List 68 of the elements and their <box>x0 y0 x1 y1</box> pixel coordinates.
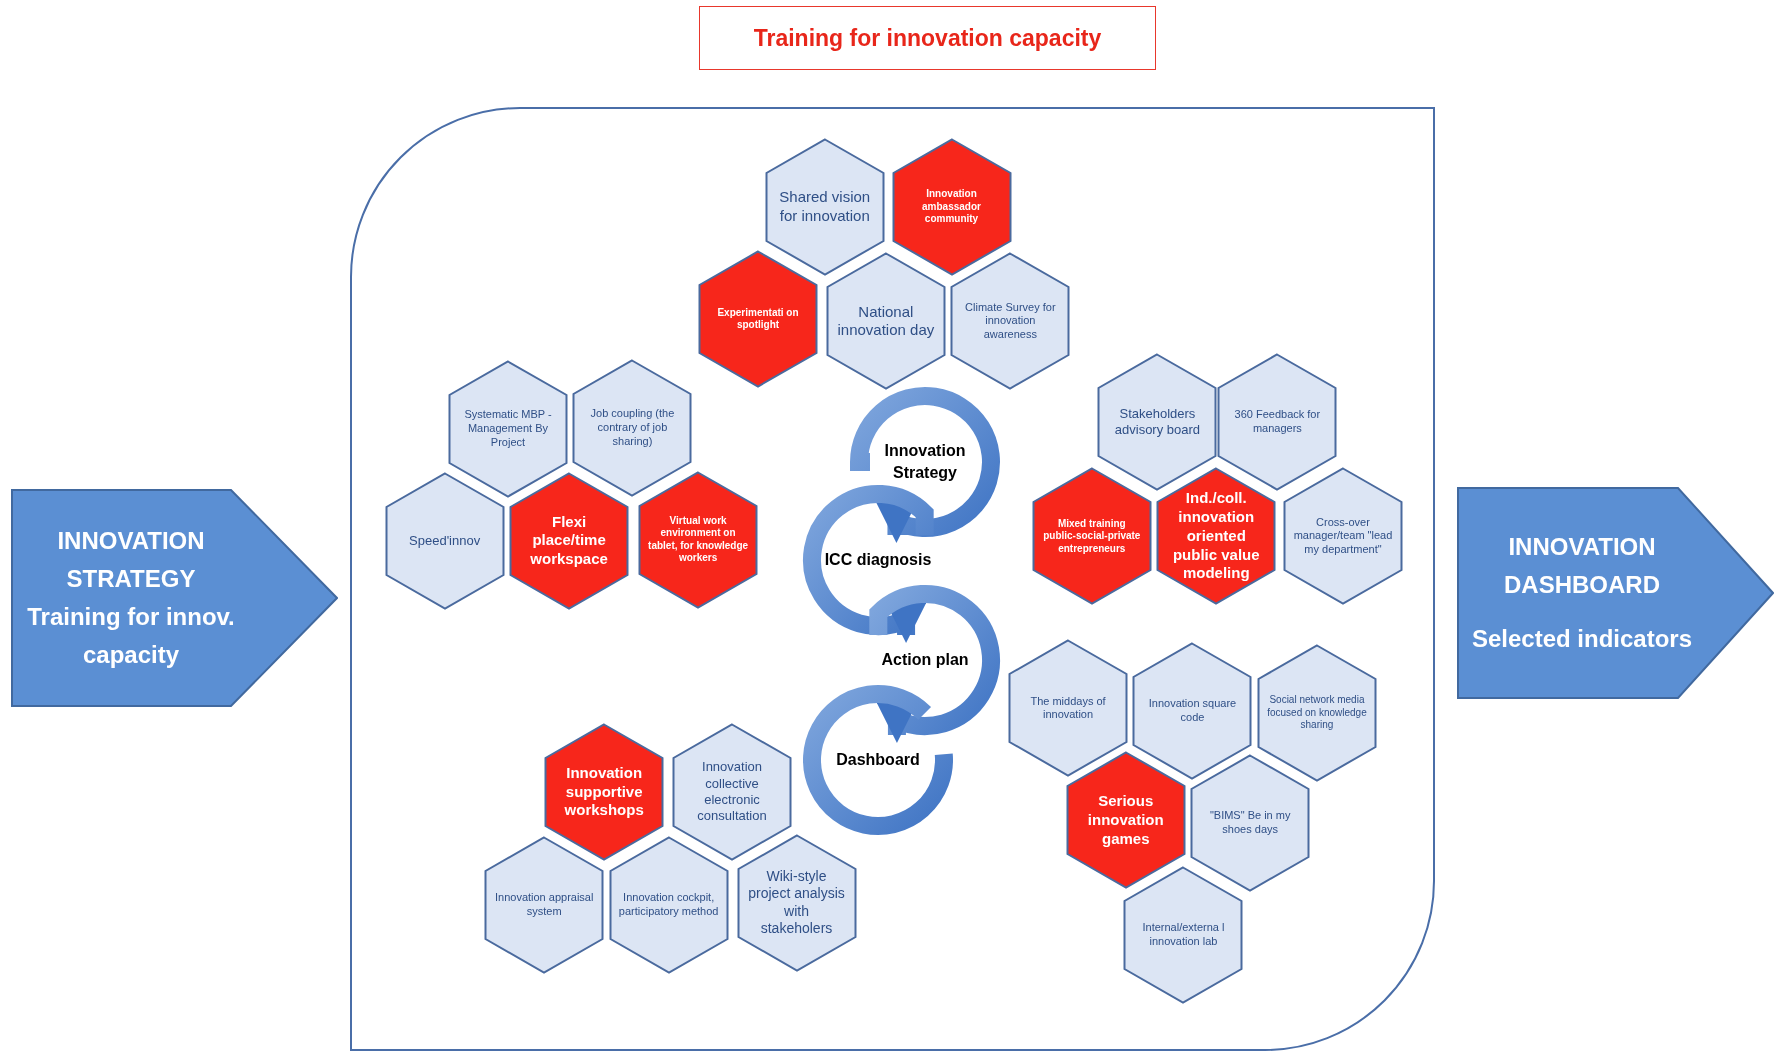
hexagon <box>764 138 885 277</box>
hexagon <box>1065 751 1186 890</box>
hexagon-text: Social network media focused on knowledge sharing <box>1266 694 1367 732</box>
hexagon-text: Stakeholders advisory board <box>1113 405 1202 439</box>
step-label: Dashboard <box>836 750 920 770</box>
hexagon <box>572 358 693 497</box>
hexagon <box>1097 353 1218 491</box>
pentagon-arrow <box>11 489 338 707</box>
panel-frame <box>350 107 1435 1051</box>
hexagon-text: "BIMS" Be in my shoes days <box>1208 808 1292 837</box>
title-box <box>699 6 1156 70</box>
hexagon <box>736 833 857 972</box>
hexagon <box>891 138 1012 277</box>
hexagon <box>484 836 605 975</box>
hexagon-text: Mixed training public-social-private entrepreneurs <box>1042 517 1142 556</box>
circular-arrow <box>850 387 1000 543</box>
hexagon-text: Virtual work environment on tablet, for knowledge workers <box>648 514 749 565</box>
hexagon-text: 360 Feedback for managers <box>1233 408 1322 436</box>
hexagon <box>950 252 1071 391</box>
hexagon-text: Systematic MBP - Management By Project <box>463 408 553 450</box>
title-text: Training for innovation capacity <box>753 23 1102 53</box>
arrow-heading: INNOVATION DASHBOARD <box>1503 532 1661 600</box>
hexagon-text: Innovation collective electronic consultation <box>696 759 768 825</box>
hexagon <box>1031 467 1152 606</box>
step-label: ICC diagnosis <box>824 550 932 570</box>
hexagon <box>1190 753 1311 892</box>
hexagon <box>544 722 665 861</box>
hexagon <box>1123 865 1244 1004</box>
arrow-subheading: Training for innov. capacity <box>26 602 236 670</box>
hexagon <box>1256 643 1377 782</box>
hexagon <box>698 250 819 389</box>
hexagon-text: Innovation ambassador community <box>921 188 982 226</box>
pentagon-arrow <box>1457 487 1774 699</box>
hexagon-text: Cross-over manager/team "lead my department" <box>1292 515 1393 557</box>
step-label: Innovation Strategy <box>883 441 967 483</box>
hexagon-text: Climate Survey for innovation awareness <box>964 300 1057 342</box>
hexagon-text: Flexi place/time workspace <box>529 512 609 569</box>
hexagon-text: Wiki-style project analysis with stakeholers <box>747 867 846 938</box>
hexagon <box>825 252 946 391</box>
hexagon-text: Innovation supportive workshops <box>563 763 645 821</box>
hexagon <box>1156 467 1277 606</box>
step-label: Action plan <box>881 650 969 670</box>
circular-arrow <box>803 485 934 643</box>
hexagon-text: Innovation cockpit, participatory method <box>618 891 719 919</box>
circular-arrow <box>869 585 1000 743</box>
hexagon-text: Innovation appraisal system <box>494 891 595 919</box>
arrow-subheading: Selected indicators <box>1471 624 1693 654</box>
hexagon <box>509 471 630 610</box>
hexagon-text: Job coupling (the contrary of job sharing) <box>589 407 676 449</box>
hexagon-text: Internal/externa l innovation lab <box>1141 920 1226 949</box>
hexagon-text: Shared vision for innovation <box>778 188 872 226</box>
hexagon-text: Experimentati on spotlight <box>716 306 800 332</box>
hexagon-text: The middays of innovation <box>1029 694 1107 722</box>
hexagon <box>384 471 505 610</box>
hexagon-text: Innovation square code <box>1147 696 1238 725</box>
hexagon <box>672 722 792 861</box>
hexagon <box>608 836 729 975</box>
hexagon <box>1282 467 1403 606</box>
hexagon-text: Speed'innov <box>408 532 482 549</box>
hexagon <box>1008 639 1129 778</box>
hexagon <box>1132 641 1253 780</box>
hexagon <box>448 359 568 498</box>
hexagon <box>638 470 759 609</box>
arrow-heading: INNOVATION STRATEGY <box>56 526 206 594</box>
hexagon <box>1217 353 1338 491</box>
hexagon-text: Ind./coll. innovation oriented public value modeling <box>1171 489 1261 584</box>
hexagon-text: Serious innovation games <box>1086 792 1165 849</box>
hexagon-text: National innovation day <box>836 302 936 341</box>
